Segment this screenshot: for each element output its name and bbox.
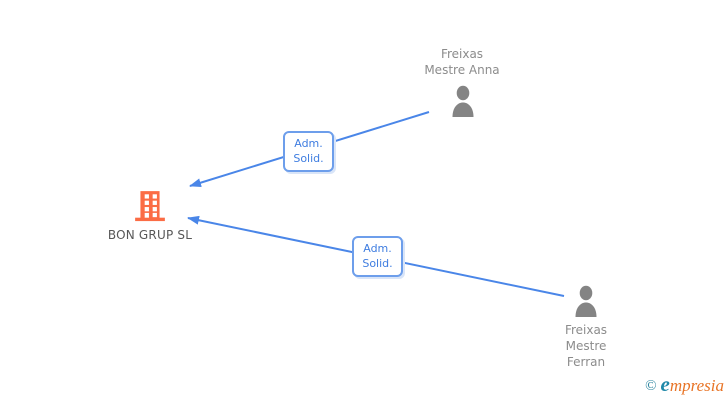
person-node-anna-label[interactable]: Freixas Mestre Anna [392, 46, 532, 78]
person-icon-anna [452, 85, 474, 117]
person-icon[interactable] [446, 85, 480, 121]
person-anna-name-line1: Freixas [440, 47, 484, 61]
edge-label-1-line2: Solid. [293, 152, 324, 165]
person-ferran-name-line1: Freixas [564, 323, 608, 337]
edge-label-adm-solid-2: Adm. Solid. [352, 236, 403, 277]
company-name-text: BON GRUP SL [107, 228, 193, 242]
edge-label-1-line1: Adm. [294, 137, 323, 150]
building-icon-bon-grup [135, 191, 165, 222]
person-icon-ferran [575, 285, 597, 317]
person-ferran-name-line3: Ferran [566, 355, 606, 369]
edge-label-adm-solid-1: Adm. Solid. [283, 131, 334, 172]
person-node-ferran-label[interactable]: Freixas Mestre Ferran [516, 322, 656, 370]
empresia-logo[interactable]: ©empresia [645, 372, 724, 397]
person-anna-name-line2: Mestre Anna [424, 63, 500, 77]
edge-label-2-line2: Solid. [362, 257, 393, 270]
brand-letter-e: e [660, 372, 670, 396]
building-icon[interactable] [133, 189, 167, 227]
company-node-label[interactable]: BON GRUP SL [76, 228, 224, 243]
copyright-icon: © [645, 378, 657, 394]
person-icon[interactable] [569, 285, 603, 321]
edge-label-2-line1: Adm. [363, 242, 392, 255]
person-ferran-name-line2: Mestre [565, 339, 607, 353]
brand-name-rest: mpresia [669, 376, 724, 395]
